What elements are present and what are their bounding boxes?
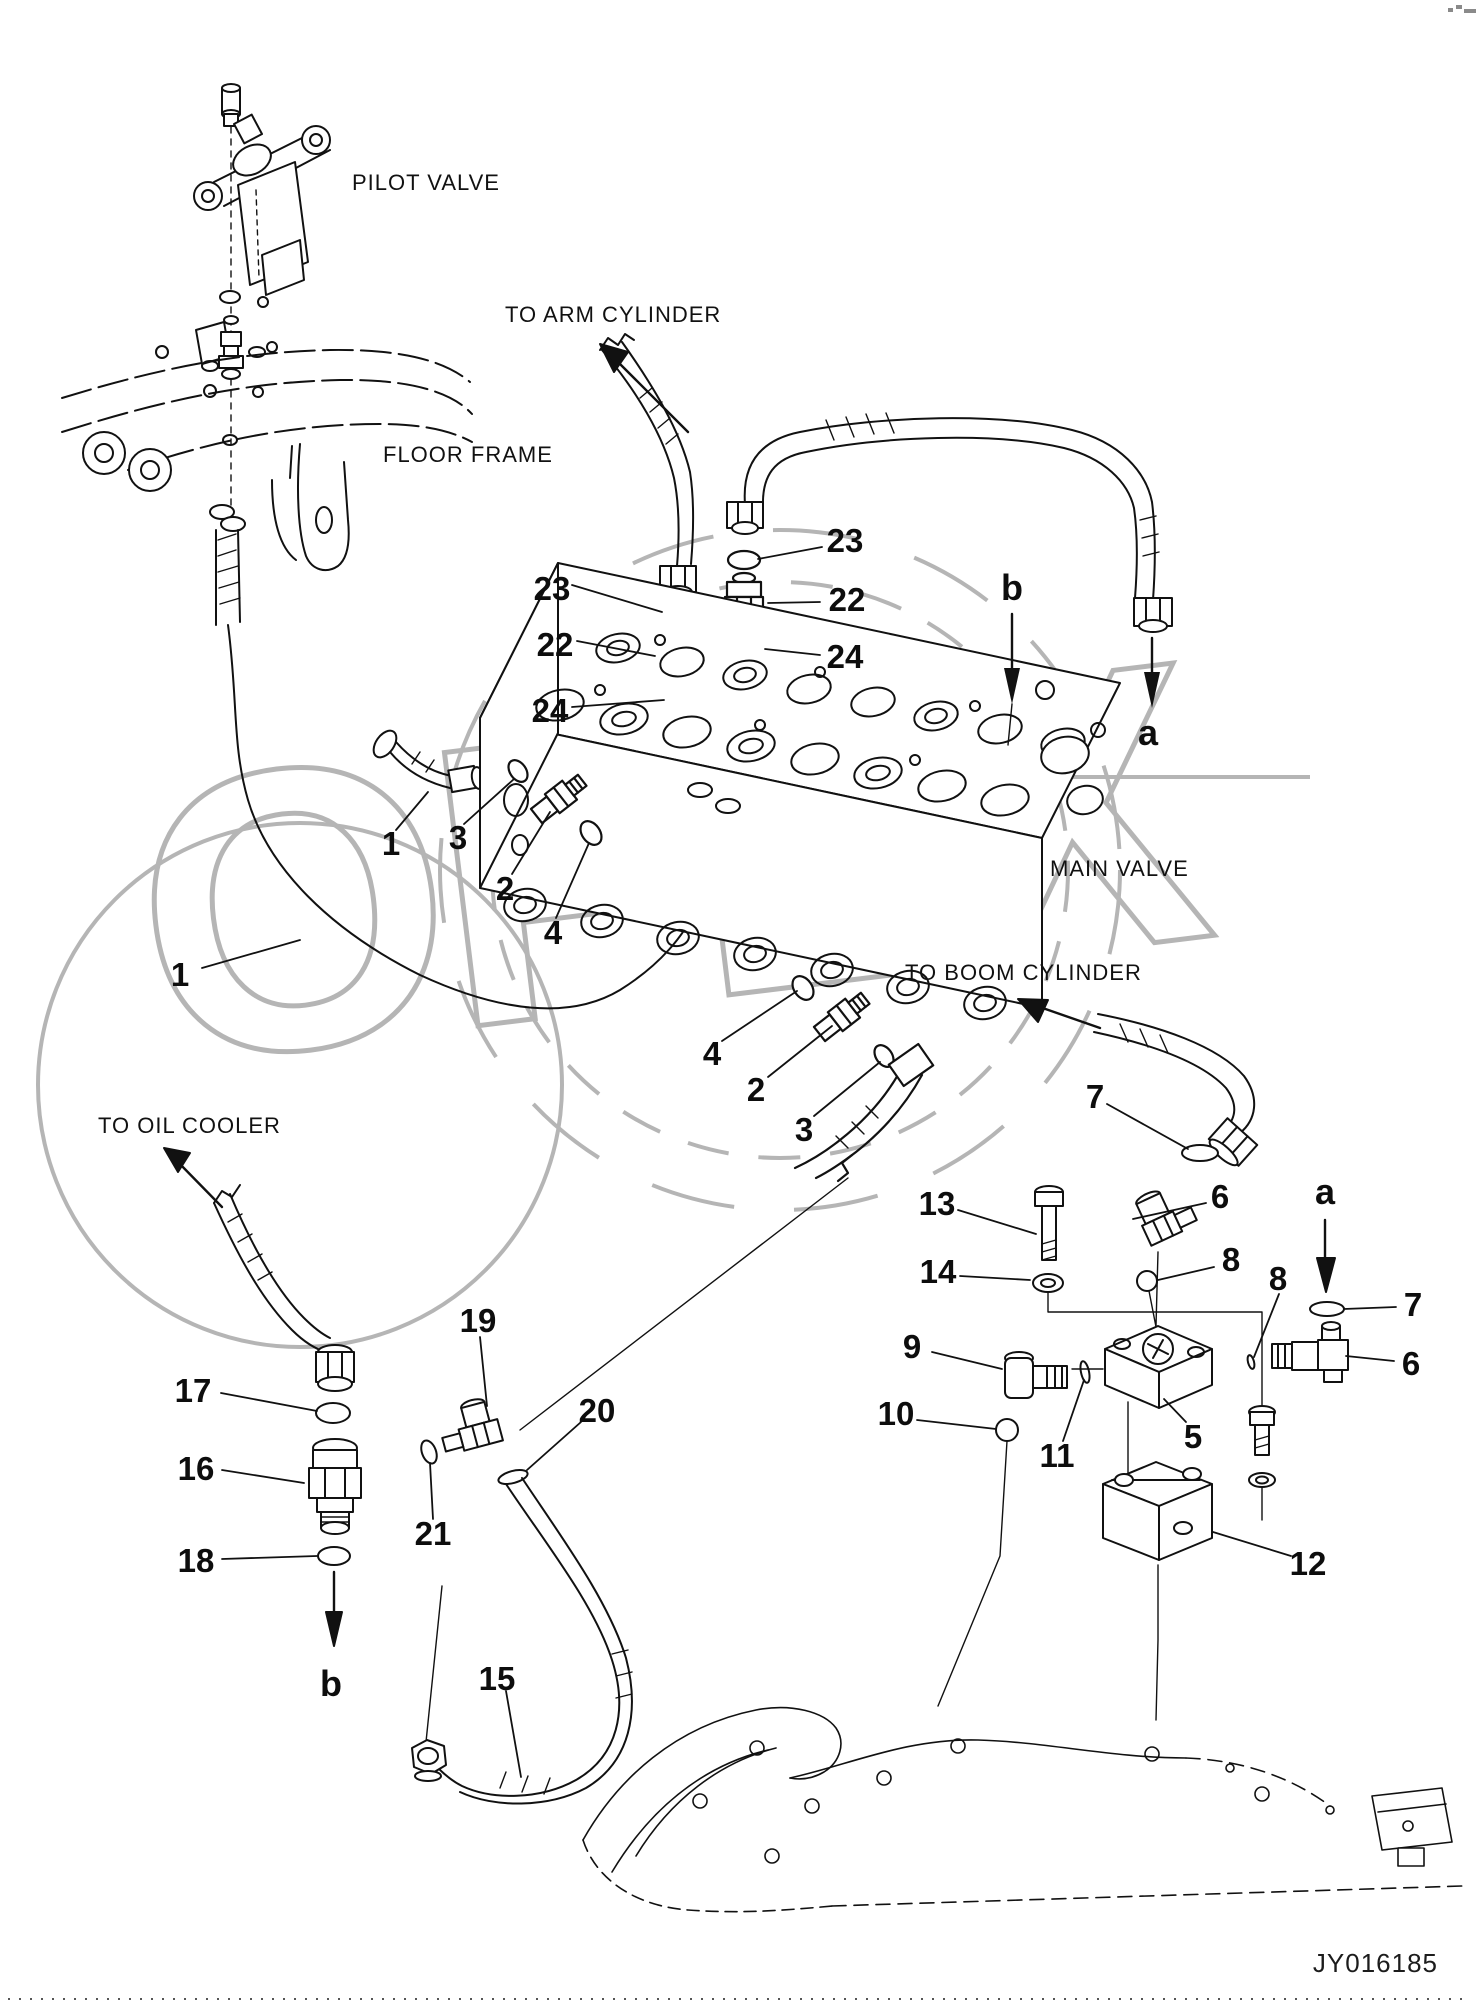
callout-7-right: 7 <box>1404 1286 1422 1323</box>
callout-1-upper: 1 <box>382 825 400 862</box>
callout-22-right: 22 <box>829 581 866 618</box>
callout-21: 21 <box>415 1515 452 1552</box>
callout-13: 13 <box>919 1185 956 1222</box>
page-marks <box>8 5 1476 2000</box>
callout-19: 19 <box>460 1302 497 1339</box>
callout-2-upper: 2 <box>496 870 514 907</box>
lower-frame-drawing <box>582 1440 1463 1913</box>
callout-4-lower: 4 <box>703 1035 722 1072</box>
callout-16: 16 <box>178 1450 215 1487</box>
label-to-arm-cylinder: TO ARM CYLINDER <box>505 302 721 327</box>
floor-frame-drawing <box>61 346 473 572</box>
callout-3-upper: 3 <box>449 819 467 856</box>
callout-23-left: 23 <box>534 570 571 607</box>
callout-6-upper: 6 <box>1211 1178 1229 1215</box>
callout-22-left: 22 <box>537 626 574 663</box>
connection-arrows-top <box>1004 612 1160 746</box>
document-code: JY016185 <box>1313 1948 1438 1978</box>
callout-18: 18 <box>178 1542 215 1579</box>
main-valve-drawing <box>479 562 1121 1021</box>
callout-8-right: 8 <box>1269 1260 1287 1297</box>
callout-20: 20 <box>579 1392 616 1429</box>
callout-24-left: 24 <box>532 692 569 729</box>
connection-letter-a-right: a <box>1315 1171 1336 1212</box>
callout-3-lower: 3 <box>795 1111 813 1148</box>
callout-15: 15 <box>479 1660 516 1697</box>
drain-hose-group <box>411 1398 633 1805</box>
return-hose-drawing <box>726 412 1173 633</box>
callout-1-left: 1 <box>171 956 189 993</box>
callout-8-left: 8 <box>1222 1241 1240 1278</box>
callout-14: 14 <box>920 1253 957 1290</box>
check-valve-group <box>995 1144 1276 1561</box>
connection-letter-b-bottom: b <box>320 1663 342 1704</box>
leader-lines <box>201 546 1397 1778</box>
label-to-boom-cylinder: TO BOOM CYLINDER <box>905 960 1142 985</box>
label-to-oil-cooler: TO OIL COOLER <box>98 1113 281 1138</box>
label-floor-frame: FLOOR FRAME <box>383 442 553 467</box>
label-pilot-valve: PILOT VALVE <box>352 170 500 195</box>
oil-cooler-group <box>163 1147 362 1647</box>
callout-17: 17 <box>175 1372 212 1409</box>
callout-10: 10 <box>878 1395 915 1432</box>
right-fitting-group <box>1246 1218 1349 1383</box>
callout-11: 11 <box>1040 1437 1075 1474</box>
callout-24-right: 24 <box>827 638 864 675</box>
callout-9: 9 <box>903 1328 921 1365</box>
pilot-valve-drawing <box>155 83 331 521</box>
fitting-set-upper <box>507 759 603 846</box>
callout-7-upper: 7 <box>1086 1078 1104 1115</box>
callout-2-lower: 2 <box>747 1071 765 1108</box>
fitting-16-drawing <box>308 1438 362 1535</box>
fitting-set-lower <box>791 975 935 1183</box>
connection-letter-b-top: b <box>1001 567 1023 608</box>
callout-23-right: 23 <box>827 522 864 559</box>
boom-cylinder-hose-drawing <box>1017 998 1259 1167</box>
callout-5: 5 <box>1184 1418 1202 1455</box>
connection-letter-a-top: a <box>1138 712 1159 753</box>
label-main-valve: MAIN VALVE <box>1050 856 1189 881</box>
callout-12: 12 <box>1290 1545 1327 1582</box>
callout-6-right: 6 <box>1402 1345 1420 1382</box>
callout-4-upper: 4 <box>544 914 563 951</box>
